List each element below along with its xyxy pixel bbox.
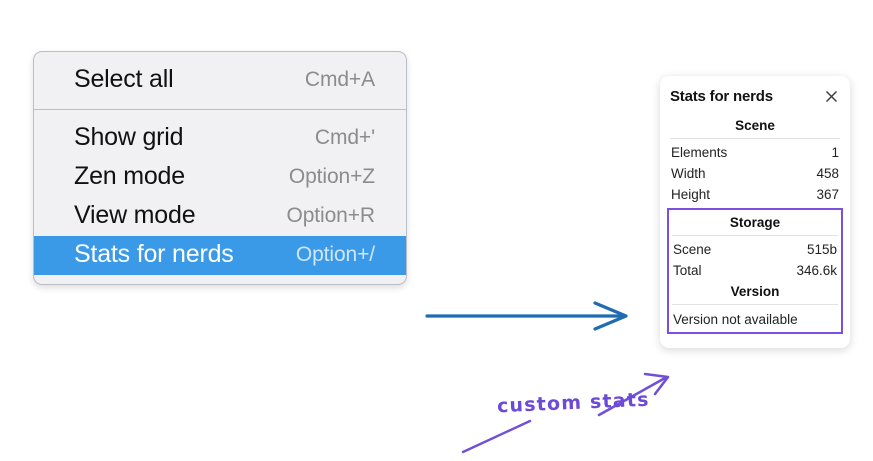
- menu-item-show-grid[interactable]: Show grid Cmd+': [34, 119, 406, 158]
- menu-item-zen-mode[interactable]: Zen mode Option+Z: [34, 158, 406, 197]
- stat-row-storage-total: Total 346.6k: [670, 260, 840, 281]
- close-icon[interactable]: [823, 88, 840, 105]
- stat-key: Height: [671, 187, 711, 202]
- scene-heading: Scene: [735, 118, 775, 133]
- version-divider: [672, 304, 838, 305]
- menu-group-2: Show grid Cmd+' Zen mode Option+Z View m…: [34, 109, 406, 284]
- menu-item-stats-for-nerds[interactable]: Stats for nerds Option+/: [34, 236, 406, 275]
- version-section: Version Version not available: [670, 281, 840, 329]
- stat-value: 346.6k: [796, 263, 837, 278]
- menu-group-1: Select all Cmd+A: [34, 52, 406, 109]
- menu-item-shortcut: Option+R: [286, 203, 375, 227]
- stats-panel-header: Stats for nerds: [668, 86, 842, 105]
- menu-item-shortcut: Cmd+': [314, 125, 375, 149]
- scene-section: Scene Elements 1 Width 458 Height 367: [668, 115, 842, 205]
- custom-stats-highlight-box: Storage Scene 515b Total 346.6k Version …: [667, 208, 843, 334]
- stat-key: Width: [671, 166, 706, 181]
- stat-row-height: Height 367: [668, 184, 842, 205]
- stat-row-width: Width 458: [668, 163, 842, 184]
- version-note: Version not available: [673, 312, 798, 327]
- stat-value: 515b: [806, 242, 837, 257]
- menu-item-view-mode[interactable]: View mode Option+R: [34, 197, 406, 236]
- stat-row-elements: Elements 1: [668, 142, 842, 163]
- stat-row-storage-scene: Scene 515b: [670, 239, 840, 260]
- menu-item-label: View mode: [74, 201, 196, 229]
- stat-value: 458: [816, 166, 839, 181]
- stats-for-nerds-panel: Stats for nerds Scene Elements 1 Width 4…: [660, 76, 850, 348]
- storage-divider: [672, 235, 838, 236]
- menu-item-shortcut: Option+Z: [288, 164, 375, 188]
- purple-underline-annotation: [461, 419, 532, 454]
- stat-value: 367: [816, 187, 839, 202]
- storage-heading: Storage: [729, 215, 781, 230]
- menu-item-select-all[interactable]: Select all Cmd+A: [34, 61, 406, 100]
- menu-item-label: Zen mode: [74, 162, 185, 190]
- stat-key: Total: [673, 263, 702, 278]
- menu-item-shortcut: Cmd+A: [304, 67, 375, 91]
- stat-key: Scene: [673, 242, 712, 257]
- menu-item-shortcut: Option+/: [295, 242, 375, 266]
- context-menu[interactable]: Select all Cmd+A Show grid Cmd+' Zen mod…: [33, 51, 407, 285]
- menu-item-label: Select all: [74, 65, 174, 93]
- menu-item-label: Stats for nerds: [74, 240, 234, 268]
- menu-item-label: Show grid: [74, 123, 184, 151]
- storage-section: Storage Scene 515b Total 346.6k: [670, 212, 840, 281]
- scene-divider: [670, 138, 840, 139]
- stat-value: 1: [831, 145, 839, 160]
- blue-arrow-annotation: [425, 301, 628, 331]
- custom-stats-annotation-label: custom stats: [496, 388, 651, 418]
- stats-panel-title: Stats for nerds: [670, 88, 773, 105]
- stat-key: Elements: [671, 145, 728, 160]
- version-heading: Version: [730, 284, 780, 299]
